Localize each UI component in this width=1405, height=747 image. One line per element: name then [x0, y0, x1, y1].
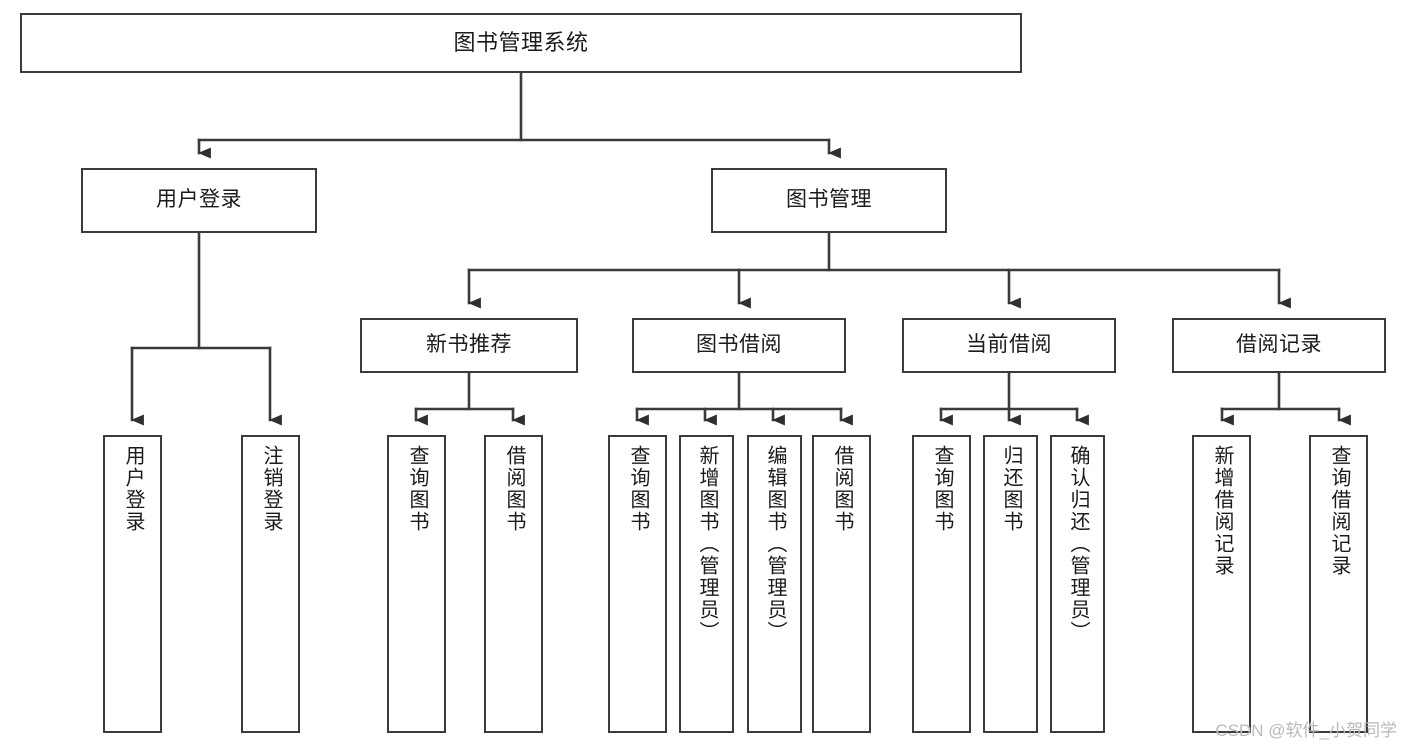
node-label: 归还图书 — [1000, 445, 1022, 533]
node-label: 注销登录 — [260, 445, 282, 533]
node-label: 图书借阅 — [696, 333, 782, 357]
leaf-borrow-edit-book-admin[interactable]: 编辑图书（管理员） — [747, 435, 802, 733]
leaf-borrow-add-book-admin[interactable]: 新增图书（管理员） — [679, 435, 734, 733]
node-label: 新增图书（管理员） — [696, 445, 718, 643]
leaf-recommend-query-book[interactable]: 查询图书 — [387, 435, 446, 733]
node-book-management[interactable]: 图书管理 — [711, 168, 947, 233]
leaf-record-query-borrow-record[interactable]: 查询借阅记录 — [1309, 435, 1368, 733]
node-label: 用户登录 — [122, 445, 144, 533]
node-label: 查询借阅记录 — [1328, 445, 1350, 577]
leaf-record-add-borrow-record[interactable]: 新增借阅记录 — [1192, 435, 1251, 733]
leaf-current-query-book[interactable]: 查询图书 — [912, 435, 971, 733]
node-label: 借阅图书 — [503, 445, 525, 533]
node-label: 新增借阅记录 — [1211, 445, 1233, 577]
node-label: 查询图书 — [931, 445, 953, 533]
leaf-user-login[interactable]: 用户登录 — [103, 435, 162, 733]
node-root-book-management-system[interactable]: 图书管理系统 — [20, 13, 1022, 73]
leaf-logout-login[interactable]: 注销登录 — [241, 435, 300, 733]
node-book-borrow[interactable]: 图书借阅 — [632, 318, 846, 373]
leaf-borrow-borrow-book[interactable]: 借阅图书 — [812, 435, 871, 733]
node-label: 借阅图书 — [831, 445, 853, 533]
leaf-recommend-borrow-book[interactable]: 借阅图书 — [484, 435, 543, 733]
node-label: 用户登录 — [156, 188, 242, 212]
node-label: 编辑图书（管理员） — [764, 445, 786, 643]
node-label: 当前借阅 — [966, 333, 1052, 357]
node-user-login[interactable]: 用户登录 — [81, 168, 317, 233]
node-label: 确认归还（管理员） — [1067, 445, 1089, 643]
node-label: 查询图书 — [627, 445, 649, 533]
csdn-watermark: CSDN @软件_小贺同学 — [1215, 721, 1397, 740]
node-new-book-recommendation[interactable]: 新书推荐 — [360, 318, 578, 373]
leaf-borrow-query-book[interactable]: 查询图书 — [608, 435, 667, 733]
node-current-borrow[interactable]: 当前借阅 — [902, 318, 1116, 373]
node-label: 借阅记录 — [1236, 333, 1322, 357]
node-label: 查询图书 — [406, 445, 428, 533]
node-label: 图书管理 — [786, 188, 872, 212]
leaf-current-confirm-return-admin[interactable]: 确认归还（管理员） — [1050, 435, 1105, 733]
node-label: 图书管理系统 — [453, 30, 589, 56]
node-label: 新书推荐 — [426, 333, 512, 357]
node-borrow-record[interactable]: 借阅记录 — [1172, 318, 1386, 373]
leaf-current-return-book[interactable]: 归还图书 — [983, 435, 1038, 733]
